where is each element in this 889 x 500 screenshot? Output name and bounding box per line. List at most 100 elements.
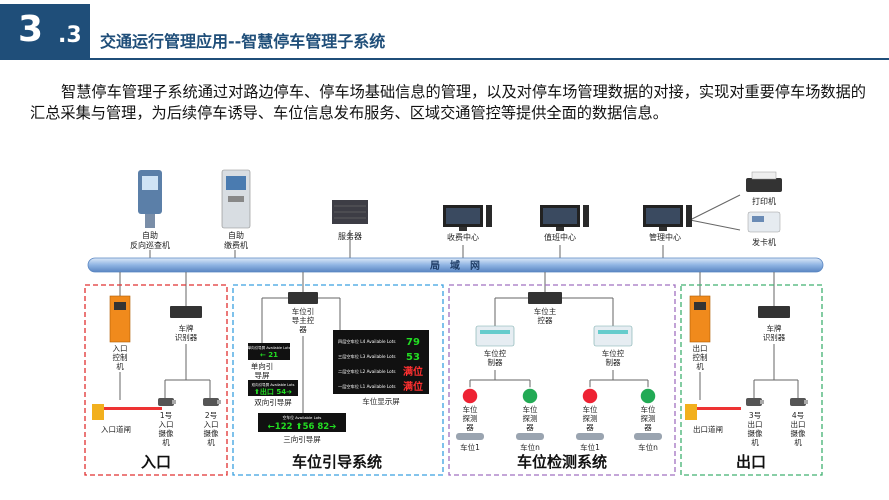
- guidance-main-controller: [288, 292, 318, 304]
- cam1-l2: 入口: [159, 420, 174, 429]
- header-underline: [90, 58, 889, 60]
- car-3: [576, 433, 604, 440]
- detector-red-2: [581, 387, 599, 405]
- space-controller-1: [475, 325, 515, 347]
- detector-green-2: [639, 387, 657, 405]
- det-4-l3: 器: [644, 423, 652, 432]
- entrance-plate-l2: 识别器: [175, 333, 198, 342]
- car-2: [516, 433, 544, 440]
- car-3-label: 车位1: [580, 442, 600, 452]
- cam4-l1: 4号: [792, 411, 804, 420]
- exit-plate-reader: [758, 306, 790, 318]
- section-number-main: 3: [18, 9, 44, 50]
- car-4: [634, 433, 662, 440]
- toll-center-label: 收费中心: [447, 232, 479, 242]
- lan-label: 局 域 网: [429, 259, 480, 272]
- exit-ctrl-l2: 控制: [693, 352, 708, 362]
- det-2-l3: 器: [526, 423, 534, 432]
- guidance-title: 车位引导系统: [292, 453, 382, 471]
- section-number-sub: .3: [58, 23, 82, 48]
- bus-drops: [119, 272, 775, 306]
- guidance-group-box: [232, 284, 444, 476]
- det-2-l1: 车位: [523, 404, 538, 414]
- cam3-l1: 3号: [749, 411, 761, 420]
- detector-red-1: [461, 387, 479, 405]
- floor-value-4: 满位: [403, 380, 423, 393]
- detection-main-controller: [528, 292, 562, 304]
- server-device: 服务器: [332, 200, 368, 241]
- one-way-label-2: 导屏: [255, 371, 270, 380]
- one-way-label-1: 单向引: [251, 361, 274, 371]
- cam2-l3: 摄像: [204, 428, 219, 438]
- floor-label-3: 二层空车位 L2 Available Lots: [338, 368, 396, 375]
- three-way-sign-label: 空车位 Available Lots: [283, 415, 322, 420]
- guidance-ctrl-l1: 车位引: [292, 306, 315, 316]
- cam2-l1: 2号: [205, 411, 217, 420]
- entrance-ctrl-l3: 机: [116, 361, 124, 371]
- entrance-barrier-label: 入口道闸: [101, 424, 131, 434]
- det-2-l2: 探测: [523, 413, 538, 423]
- payment-machine: 自助 缴费机: [221, 169, 251, 250]
- exit-section: 出口 控制 机 车牌 识别器 出口道闸 3号 出口 摄像 机 4号 出口 摄像: [685, 295, 808, 471]
- cam1-l4: 机: [162, 437, 170, 447]
- entrance-camera-2: [203, 398, 221, 406]
- exit-plate-l2: 识别器: [763, 333, 786, 342]
- space-ctrl-2-l1: 车位控: [602, 348, 625, 358]
- floor-label-4: 一层空车位 L1 Available Lots: [338, 383, 396, 390]
- entrance-group-box: [84, 284, 228, 476]
- entrance-plate-l1: 车牌: [179, 323, 194, 333]
- entrance-ctrl-l2: 控制: [113, 352, 128, 362]
- detection-main-l2: 控器: [538, 315, 553, 325]
- parked-cars: [456, 433, 662, 440]
- detection-section: 车位主 控器 车位控 制器 车位控 制器: [456, 292, 662, 471]
- page-title: 交通运行管理应用--智慧停车管理子系统: [100, 32, 386, 51]
- exit-barrier-post: [685, 404, 697, 420]
- space-ctrl-1-l1: 车位控: [484, 348, 507, 358]
- cam2-l4: 机: [207, 437, 215, 447]
- cam3-l3: 摄像: [748, 428, 763, 438]
- three-way-label: 三向引导屏: [283, 434, 321, 444]
- three-way-sign: 空车位 Available Lots ←122 ⬆56 82➔: [258, 413, 346, 432]
- floor-value-1: 79: [406, 337, 420, 348]
- car-1-label: 车位1: [460, 442, 480, 452]
- exit-group-box: [680, 284, 823, 476]
- header: 3 .3 交通运行管理应用--智慧停车管理子系统: [0, 0, 889, 62]
- floor-display-label: 车位显示屏: [362, 396, 400, 406]
- card-dispenser: 发卡机: [747, 211, 781, 247]
- exit-camera-4: [790, 398, 808, 406]
- section-number-box: 3 .3: [0, 4, 90, 60]
- entrance-barrier-post: [92, 404, 104, 420]
- two-way-label: 双向引导屏: [254, 397, 292, 407]
- two-way-sign-value: ⬆出口 54➔: [254, 387, 292, 396]
- exit-barrier-arm: [697, 407, 741, 410]
- kiosk-label-1: 自助: [142, 230, 158, 240]
- one-way-sign: 单向引导屏 Available Lots ← 21: [248, 343, 291, 360]
- entrance-section: 入口 控制 机 车牌 识别器 入口道闸 1号 入口 摄像 机 2号 入口 摄像: [92, 295, 221, 471]
- one-way-sign-value: ← 21: [260, 351, 278, 359]
- payment-label-2: 缴费机: [224, 240, 248, 250]
- kiosk-device: 自助 反向巡查机: [130, 170, 170, 250]
- exit-camera-3: [746, 398, 764, 406]
- det-1-l1: 车位: [463, 404, 478, 414]
- det-4-l2: 探测: [641, 413, 656, 423]
- exit-ctrl-l1: 出口: [693, 343, 708, 353]
- detector-green-1: [521, 387, 539, 405]
- cam4-l3: 摄像: [791, 428, 806, 438]
- two-way-sign-label: 双向引导屏 Available Lots: [252, 382, 295, 387]
- cam3-l4: 机: [751, 437, 759, 447]
- cam1-l1: 1号: [160, 411, 172, 420]
- detection-title: 车位检测系统: [517, 453, 607, 471]
- entrance-camera-1: [158, 398, 176, 406]
- car-4-label: 车位n: [638, 442, 658, 452]
- toll-center-monitor: 收费中心: [443, 205, 492, 242]
- exit-title: 出口: [736, 453, 766, 471]
- cam2-l2: 入口: [204, 420, 219, 429]
- space-ctrl-1-l2: 制器: [488, 357, 503, 367]
- mgmt-center-label: 管理中心: [649, 232, 681, 242]
- payment-label-1: 自助: [228, 230, 244, 240]
- mgmt-center-monitor: 管理中心: [643, 205, 692, 242]
- printer-label: 打印机: [752, 196, 776, 206]
- card-dispenser-label: 发卡机: [752, 237, 776, 247]
- cam3-l2: 出口: [748, 419, 763, 429]
